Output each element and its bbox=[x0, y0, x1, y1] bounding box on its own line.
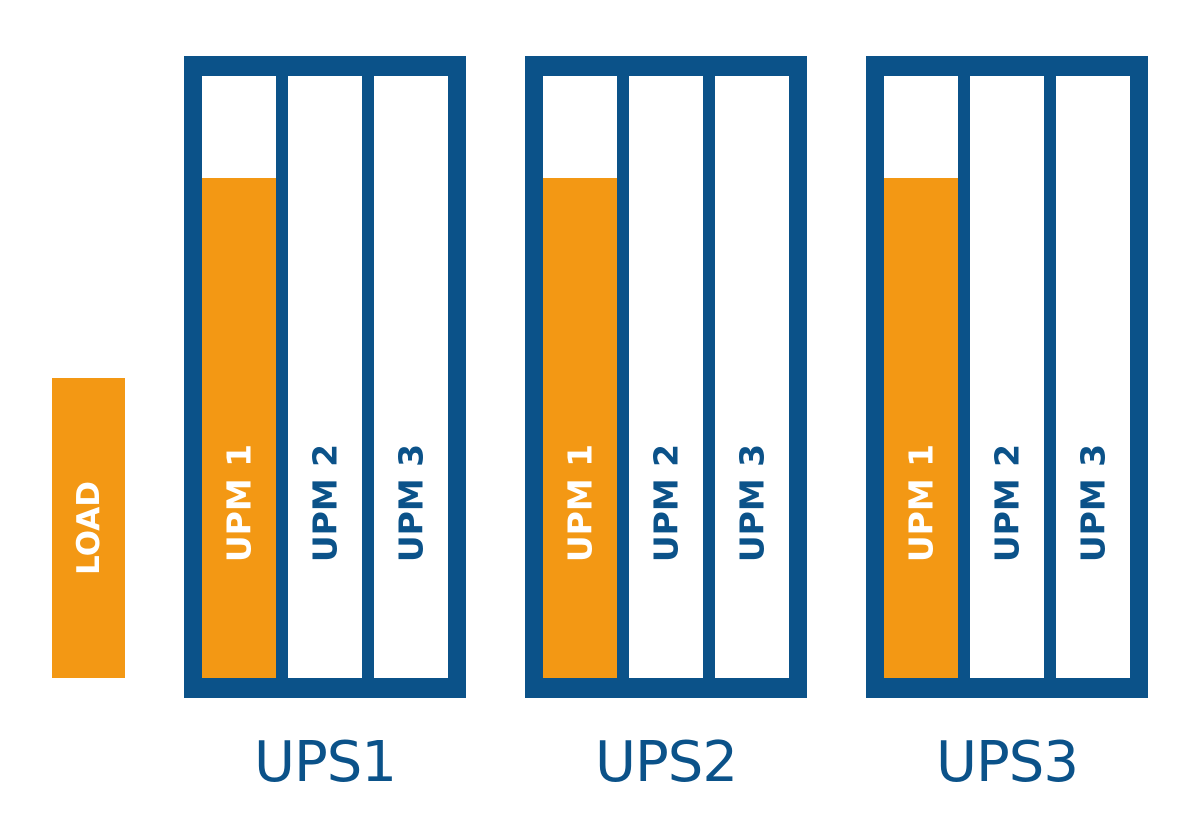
load-block: LOAD bbox=[52, 378, 125, 678]
load-label: LOAD bbox=[70, 481, 107, 575]
ups1-module-2-label: UPM 2 bbox=[305, 443, 345, 563]
ups2-module-1: UPM 1 bbox=[543, 76, 617, 678]
ups2-module-2-label: UPM 2 bbox=[646, 443, 686, 563]
ups1-module-1: UPM 1 bbox=[202, 76, 276, 678]
ups2-label: UPS2 bbox=[595, 730, 738, 795]
ups3-module-1-label: UPM 1 bbox=[901, 443, 941, 563]
ups2-module-1-load-fill bbox=[543, 178, 617, 678]
ups1-module-1-load-fill bbox=[202, 178, 276, 678]
ups-frame-2: UPM 1 UPM 2 UPM 3 bbox=[525, 56, 807, 698]
ups2-module-3-label: UPM 3 bbox=[732, 443, 772, 563]
ups3-module-3-label: UPM 3 bbox=[1073, 443, 1113, 563]
ups2-module-3: UPM 3 bbox=[715, 76, 789, 678]
ups-frame-3: UPM 1 UPM 2 UPM 3 bbox=[866, 56, 1148, 698]
ups1-label: UPS1 bbox=[254, 730, 397, 795]
ups1-module-3-label: UPM 3 bbox=[391, 443, 431, 563]
ups3-module-1-load-fill bbox=[884, 178, 958, 678]
ups3-module-2: UPM 2 bbox=[970, 76, 1044, 678]
ups1-module-3: UPM 3 bbox=[374, 76, 448, 678]
ups3-label: UPS3 bbox=[936, 730, 1079, 795]
ups-frame-1: UPM 1 UPM 2 UPM 3 bbox=[184, 56, 466, 698]
ups2-module-2: UPM 2 bbox=[629, 76, 703, 678]
ups3-module-1: UPM 1 bbox=[884, 76, 958, 678]
ups3-module-3: UPM 3 bbox=[1056, 76, 1130, 678]
ups3-module-2-label: UPM 2 bbox=[987, 443, 1027, 563]
ups1-module-2: UPM 2 bbox=[288, 76, 362, 678]
ups2-module-1-label: UPM 1 bbox=[560, 443, 600, 563]
ups1-module-1-label: UPM 1 bbox=[219, 443, 259, 563]
